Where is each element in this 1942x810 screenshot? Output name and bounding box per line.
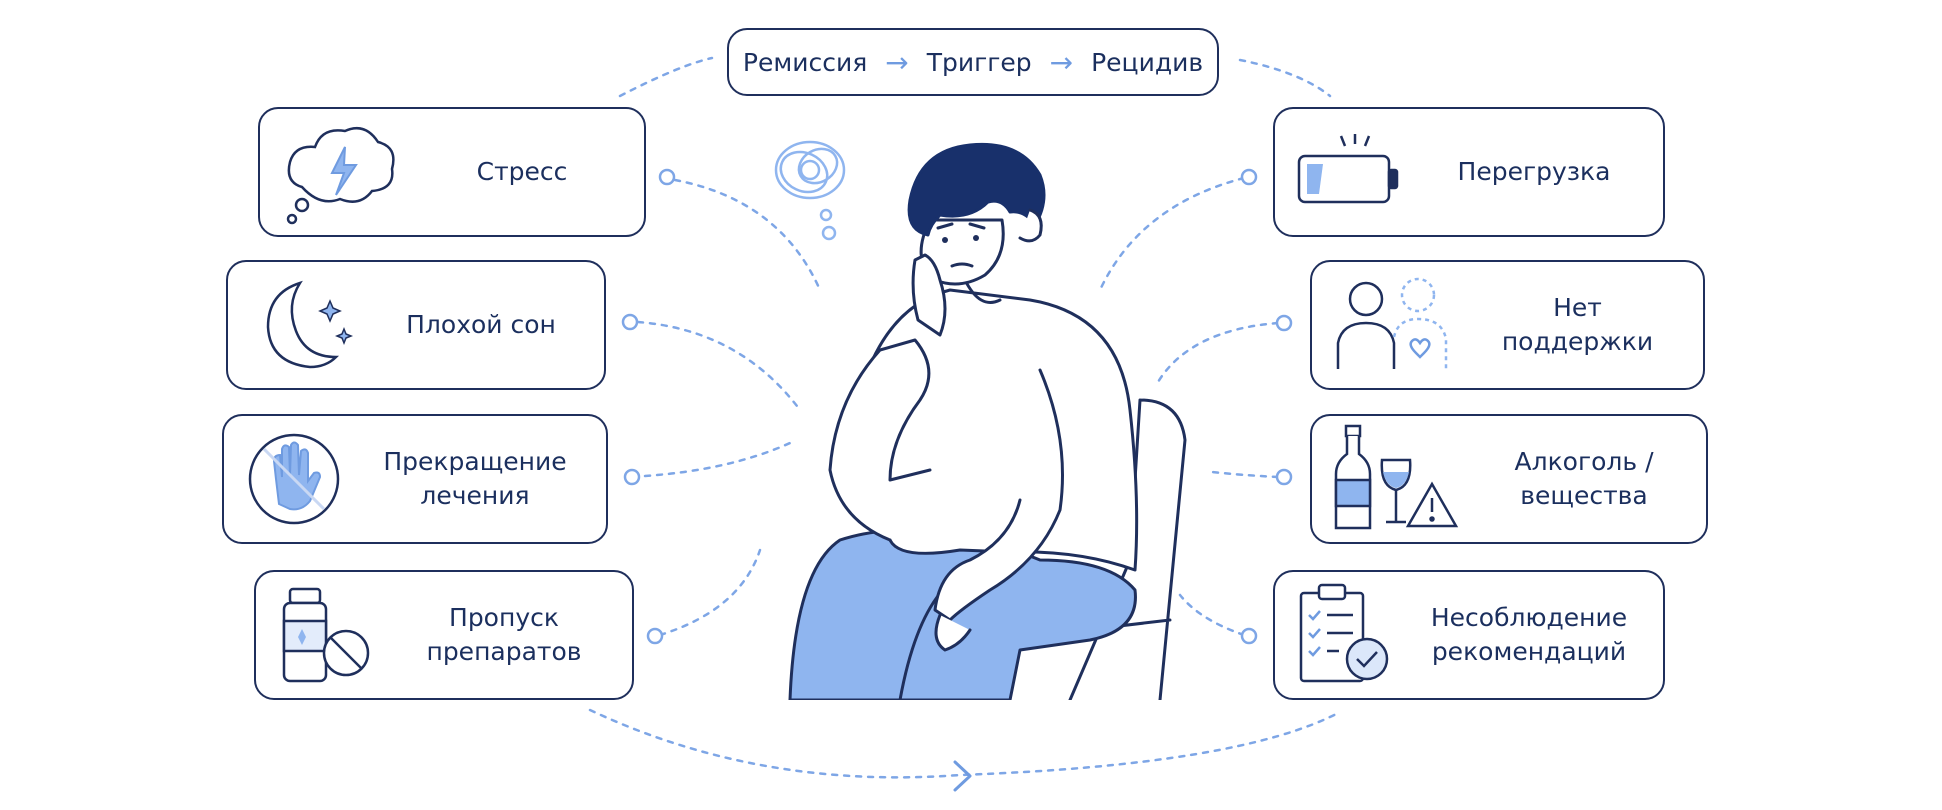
card-label: Пропуск препаратов [426, 603, 582, 666]
node-support [1275, 314, 1293, 332]
connector-compliance [1178, 593, 1246, 637]
connector-top-right [1238, 58, 1332, 98]
checklist-icon [1299, 583, 1389, 683]
card-non-compliance: Несоблюдение рекомендаций [1273, 570, 1665, 700]
bottle-glass-warning-icon [1334, 424, 1459, 530]
card-label: Перегрузка [1457, 157, 1611, 186]
card-label: Нет поддержки [1501, 293, 1654, 356]
card-label: Прекращение лечения [383, 447, 567, 510]
bottom-arrowhead [953, 760, 972, 792]
hair [907, 142, 1046, 237]
flow-pill: Ремиссия → Триггер → Рецидив [727, 28, 1219, 96]
tangled-thought-icon [774, 140, 846, 241]
node-sleep [621, 313, 639, 331]
flow-step-relapse: Рецидив [1091, 47, 1204, 77]
cheek-hand [911, 253, 947, 337]
person-alone-icon [1336, 277, 1448, 369]
card-label: Алкоголь / вещества [1514, 447, 1654, 510]
connector-support [1156, 321, 1280, 384]
flow-arrow-icon: → [885, 45, 909, 79]
stop-hand-icon [248, 433, 340, 525]
sad-person-illustration [774, 140, 1187, 700]
thought-cloud-lightning-icon [286, 127, 395, 225]
moon-stars-icon [266, 280, 354, 369]
card-bad-sleep: Плохой сон [226, 260, 606, 390]
node-compliance [1240, 627, 1258, 645]
connector-stress [673, 178, 822, 292]
flow-step-remission: Ремиссия [742, 47, 868, 77]
card-label: Стресс [476, 157, 568, 186]
card-overload: Перегрузка [1273, 107, 1665, 237]
connector-stop [643, 441, 792, 478]
connector-alcohol [1210, 470, 1280, 479]
card-alcohol: Алкоголь / вещества [1310, 414, 1708, 544]
card-stop-treatment: Прекращение лечения [222, 414, 608, 544]
node-stress [658, 168, 676, 186]
arm-right [933, 368, 1064, 622]
connector-bottom [588, 708, 1342, 779]
connector-pills [658, 548, 762, 637]
card-missed-meds: Пропуск препаратов [254, 570, 634, 700]
mouth [950, 262, 974, 268]
node-overload [1240, 168, 1258, 186]
face [919, 218, 1005, 286]
low-battery-icon [1297, 134, 1399, 204]
card-label: Несоблюдение рекомендаций [1430, 603, 1628, 666]
hand [934, 613, 972, 652]
node-alcohol [1275, 468, 1293, 486]
node-stop [623, 468, 641, 486]
card-stress: Стресс [258, 107, 646, 237]
connector-overload [1098, 176, 1246, 292]
pill-bottle-prohibited-icon [282, 587, 370, 683]
card-no-support: Нет поддержки [1310, 260, 1705, 390]
flow-step-trigger: Триггер [926, 47, 1032, 77]
card-label: Плохой сон [406, 310, 556, 339]
flow-arrow-icon: → [1049, 45, 1074, 79]
node-pills [646, 627, 664, 645]
connector-top-left [618, 56, 714, 98]
connector-sleep [636, 320, 802, 412]
arm-left [828, 338, 932, 542]
neck [963, 278, 1002, 304]
